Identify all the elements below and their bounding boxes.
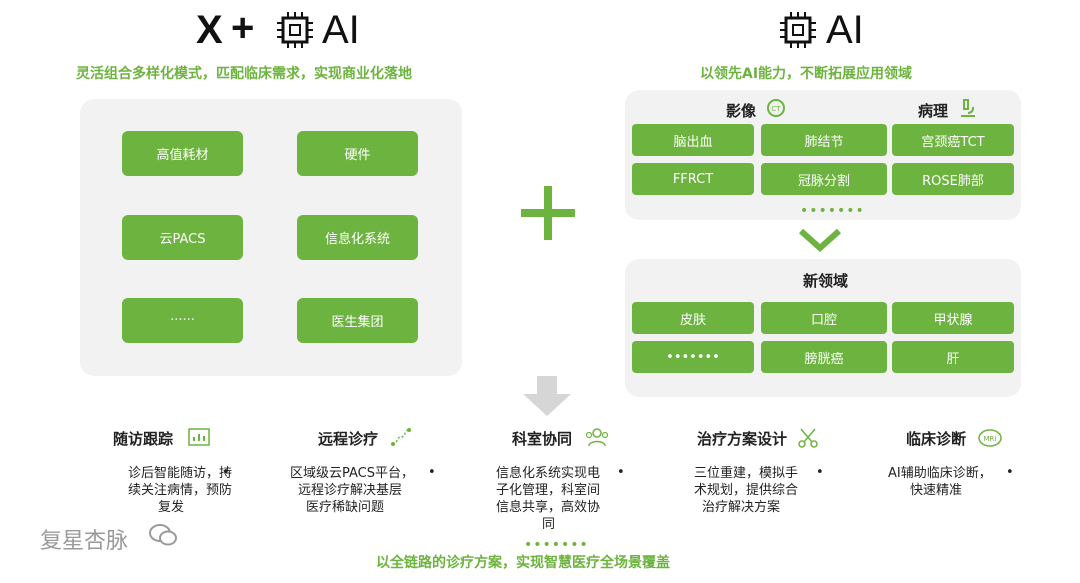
section-collaboration-text: 信息化系统实现电 子化管理，科室间 信息共享，高效协 同 [496,466,601,532]
tag-bladder-cancer: 膀胱癌 [761,341,887,373]
right-caption: 以领先AI能力，不断拓展应用领域 [700,66,913,82]
grid-item-high-value-consumables: 高值耗材 [122,131,243,176]
ai-label-left: AI [322,8,360,52]
ai-label-right: AI [826,8,864,52]
pathology-label: 病理 [918,102,949,120]
grid-item-more: ······ [122,298,243,343]
new-field-title: 新领域 [803,272,849,290]
watermark: 复星杏脉 [40,523,128,555]
section-title: 远程诊疗 [318,430,379,448]
chart-icon [188,428,210,446]
left-caption: 灵活组合多样化模式，匹配临床需求，实现商业化落地 [76,66,412,82]
tag-ffrct: FFRCT [632,163,754,195]
mri-icon: MRI [978,428,1002,448]
tag-liver: 肝 [892,341,1014,373]
grid-item-doctor-group: 医生集团 [297,298,418,343]
wechat-logo-icon [148,522,178,548]
tag-thyroid: 甲状腺 [892,302,1014,334]
tag-brain-hemorrhage: 脑出血 [632,124,754,156]
chip-icon [275,10,315,50]
section-clinical-diagnosis: 临床诊断 [906,428,1016,448]
microscope-icon [958,97,978,119]
tag-rose-lung: ROSE肺部 [892,163,1014,195]
grid-item-hardware: 硬件 [297,131,418,176]
x-label: X [196,8,223,52]
section-treatment-plan: 治疗方案设计 [697,428,827,448]
section-clinical-diagnosis-text: AI辅助临床诊断， 快速精准 [888,466,992,498]
plus-sign: + [231,6,255,50]
grid-item-info-system: 信息化系统 [297,215,418,260]
arrow-down-icon [521,376,573,416]
grid-item-cloud-pacs: 云PACS [122,215,243,260]
tag-coronary-segmentation: 冠脉分割 [761,163,887,195]
section-title: 治疗方案设计 [697,430,788,448]
section-collaboration: 科室协同 [512,428,632,448]
imaging-label: 影像 [726,102,757,120]
chip-icon [778,10,818,50]
section-title: 临床诊断 [906,430,967,448]
section-title: 随访跟踪 [113,430,174,448]
team-icon [585,426,609,448]
right-top-dots: ••••••• [800,203,865,219]
scissors-icon [797,427,819,449]
tag-more: ••••••• [632,341,754,373]
tag-oral: 口腔 [761,302,887,334]
tag-lung-nodule: 肺结节 [761,124,887,156]
watermark-text: 复星杏脉 [40,529,129,554]
ct-icon: CT [766,98,786,118]
bottom-dots: ••••••• [524,537,589,553]
section-followup-text: 诊后智能随访，持 续关注病情，预防 复发 [128,466,233,515]
section-treatment-plan-text: 三位重建，模拟手 术规划，提供综合 治疗解决方案 [694,466,799,515]
section-followup: 随访跟踪 [113,428,223,448]
tag-cervical-tct: 宫颈癌TCT [892,124,1014,156]
section-remote-text: 区域级云PACS平台， 远程诊疗解决基层 医疗稀缺问题 [290,466,415,515]
tag-skin: 皮肤 [632,302,754,334]
svg-text:CT: CT [771,105,781,113]
route-icon [390,427,412,447]
section-remote: 远程诊疗 [318,428,438,448]
center-plus-icon [521,186,575,240]
svg-text:MRI: MRI [984,435,997,443]
bottom-caption: 以全链路的诊疗方案，实现智慧医疗全场景覆盖 [376,555,670,571]
chevron-down-icon [798,228,842,253]
section-title: 科室协同 [512,430,573,448]
